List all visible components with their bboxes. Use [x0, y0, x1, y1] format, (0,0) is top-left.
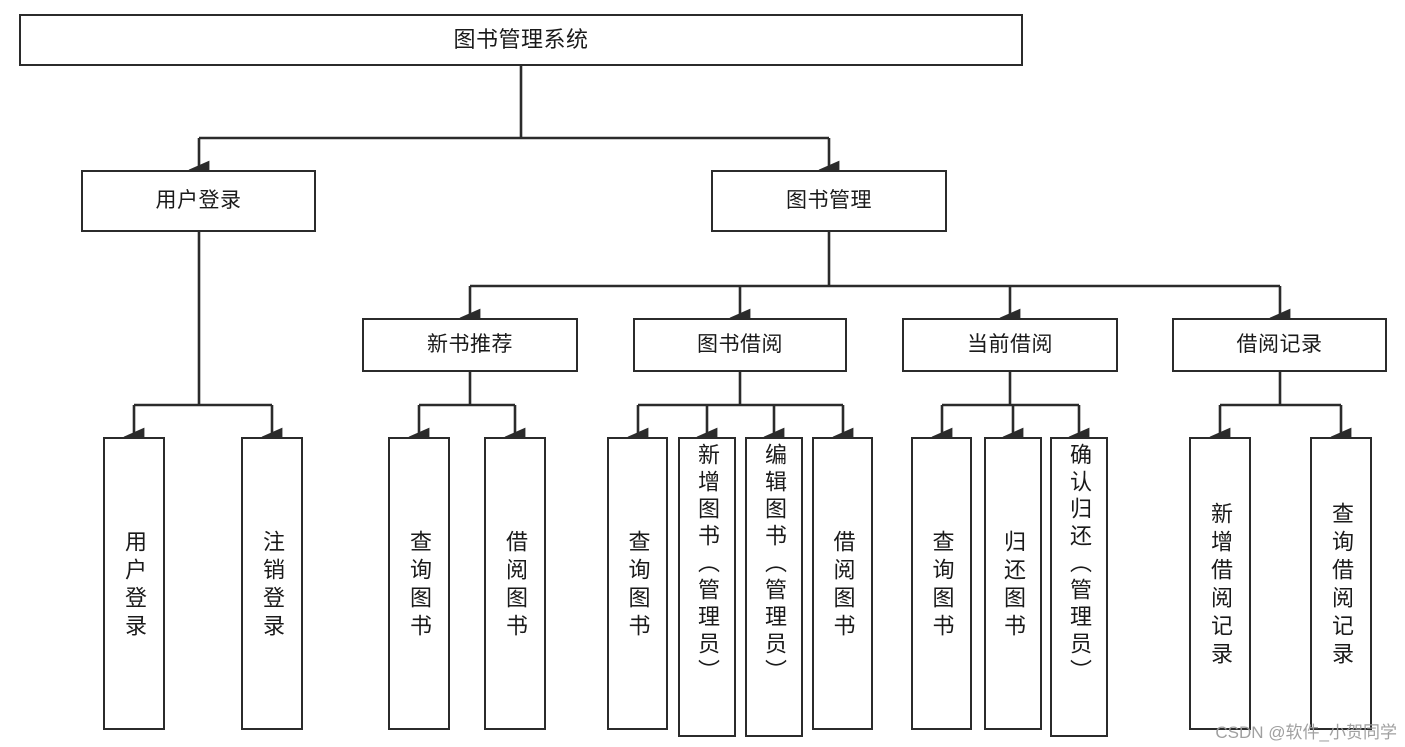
node-current[interactable]: 当前借阅 — [902, 318, 1118, 372]
node-l-qbook2[interactable]: 查询图书 — [607, 437, 668, 730]
watermark: CSDN @软件_小贺同学 — [1215, 723, 1397, 742]
node-label: 图书管理系统 — [453, 26, 589, 52]
node-l-login[interactable]: 用户登录 — [103, 437, 165, 730]
node-label: 借阅图书 — [503, 529, 528, 642]
node-label: 新增借阅记录 — [1208, 501, 1233, 670]
node-l-bbook2[interactable]: 借阅图书 — [812, 437, 873, 730]
node-l-addrec[interactable]: 新增借阅记录 — [1189, 437, 1251, 730]
node-label: 借阅记录 — [1236, 333, 1323, 357]
node-l-qbook1[interactable]: 查询图书 — [388, 437, 450, 730]
node-l-qbook3[interactable]: 查询图书 — [911, 437, 972, 730]
node-label: 当前借阅 — [967, 333, 1053, 357]
node-label: 查询图书 — [407, 529, 432, 642]
node-label: 查询图书 — [929, 529, 955, 642]
node-root[interactable]: 图书管理系统 — [19, 14, 1023, 66]
node-newbook[interactable]: 新书推荐 — [362, 318, 578, 372]
node-l-editbook[interactable]: 编辑图书（管理员） — [745, 437, 803, 737]
node-l-logout[interactable]: 注销登录 — [241, 437, 303, 730]
node-label: 新书推荐 — [427, 333, 513, 357]
node-label: 新增图书（管理员） — [695, 443, 720, 686]
node-records[interactable]: 借阅记录 — [1172, 318, 1387, 372]
node-l-qryrec[interactable]: 查询借阅记录 — [1310, 437, 1372, 730]
node-borrow[interactable]: 图书借阅 — [633, 318, 847, 372]
node-l-return[interactable]: 归还图书 — [984, 437, 1042, 730]
node-bookmgmt[interactable]: 图书管理 — [711, 170, 947, 232]
node-label: 用户登录 — [122, 529, 147, 642]
node-label: 编辑图书（管理员） — [762, 443, 787, 686]
node-label: 图书借阅 — [697, 333, 783, 357]
node-label: 归还图书 — [1001, 529, 1026, 642]
node-label: 查询图书 — [625, 529, 651, 642]
node-label: 图书管理 — [786, 189, 872, 213]
node-label: 用户登录 — [155, 189, 242, 213]
node-label: 注销登录 — [260, 529, 285, 642]
node-label: 借阅图书 — [830, 529, 856, 642]
node-login[interactable]: 用户登录 — [81, 170, 316, 232]
node-label: 查询借阅记录 — [1329, 501, 1354, 670]
node-l-confirm[interactable]: 确认归还（管理员） — [1050, 437, 1108, 737]
node-label: 确认归还（管理员） — [1067, 443, 1092, 686]
node-l-bbook1[interactable]: 借阅图书 — [484, 437, 546, 730]
node-l-addbook[interactable]: 新增图书（管理员） — [678, 437, 736, 737]
